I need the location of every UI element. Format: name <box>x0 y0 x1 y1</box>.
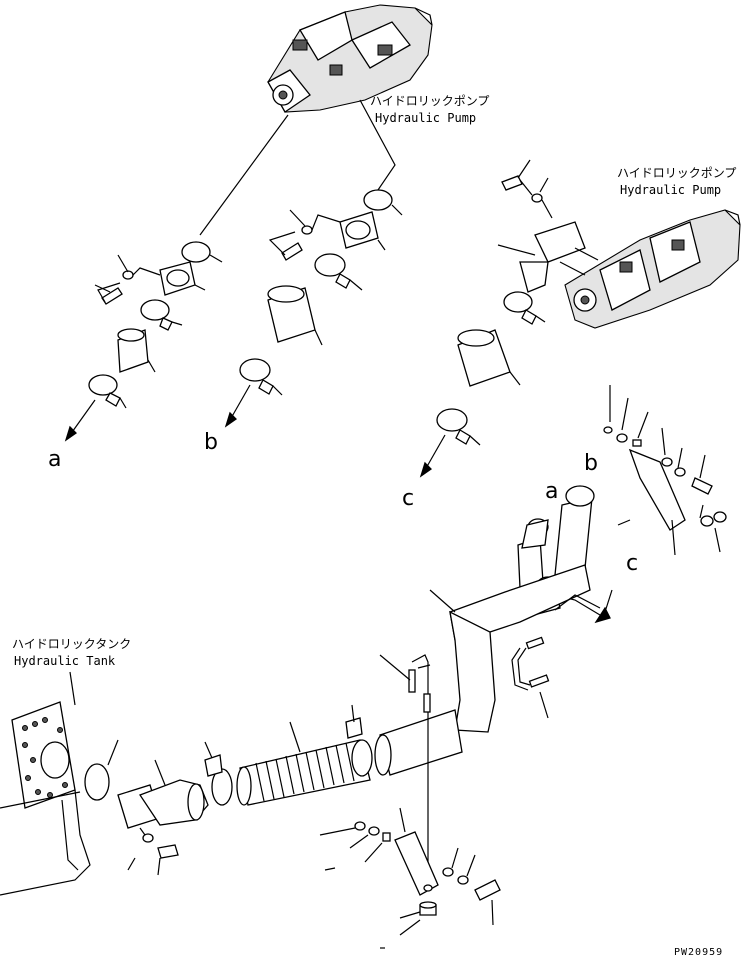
bolt-b <box>281 242 303 261</box>
lower-washer-1 <box>354 821 366 831</box>
lower-washer-3 <box>442 867 454 877</box>
lower-washer-4 <box>457 875 469 885</box>
bracket-spacer <box>632 439 642 447</box>
pipe-bracket-lower <box>319 807 501 949</box>
pipe-outlet-ring <box>374 734 392 776</box>
flex-hose-clamp-left <box>204 741 233 806</box>
o-ring-b <box>363 189 393 211</box>
bolt-a <box>94 284 123 305</box>
clamp-a-bottom <box>88 374 118 396</box>
u-bolt-horizontal <box>511 636 550 719</box>
letter-c-pipe: c <box>626 551 638 576</box>
o-ring-a <box>181 241 211 263</box>
hydraulic-pump-right <box>564 209 741 329</box>
tank-o-ring <box>84 763 110 801</box>
bracket-washer-3 <box>661 457 673 467</box>
letter-c-left: c <box>402 486 414 511</box>
letter-a-left: a <box>48 447 61 472</box>
pipe-port-b <box>565 485 595 507</box>
elbow-bolt <box>157 844 179 859</box>
drawing-code: PW20959 <box>674 947 723 958</box>
pump-top-label-jp: ハイドロリックポンプ <box>370 94 489 108</box>
lower-washer-2 <box>368 826 380 836</box>
bracket-washer-4 <box>674 467 686 477</box>
clamp-a-top <box>140 299 170 321</box>
bracket-washer-2 <box>616 433 628 443</box>
lower-bolt <box>474 879 501 901</box>
suction-assembly-c <box>419 159 599 478</box>
suction-assembly-b <box>224 189 403 428</box>
pump-top-label-en: Hydraulic Pump <box>375 111 476 125</box>
clamp-c-bottom <box>436 408 468 432</box>
tank-label-jp: ハイドロリックタンク <box>12 637 131 651</box>
lower-washer-5 <box>423 884 433 892</box>
flex-hose <box>236 721 371 806</box>
hydraulic-tank <box>0 671 91 896</box>
pipe-bracket-right <box>603 385 727 556</box>
elbow-flange-c <box>534 221 586 263</box>
pump-right-label-jp: ハイドロリックポンプ <box>617 166 736 180</box>
main-suction-pipe <box>374 485 613 776</box>
flex-hose-clamp-right <box>345 704 373 777</box>
bracket-nut-1 <box>700 515 714 527</box>
bracket-washer-1 <box>603 426 613 434</box>
clamp-c-top <box>503 291 533 313</box>
pump-right-label-en: Hydraulic Pump <box>620 183 721 197</box>
letter-b-left: b <box>204 430 218 455</box>
washer-c <box>531 193 543 203</box>
tank-elbow <box>117 759 209 876</box>
clamp-b-bottom <box>239 358 271 382</box>
u-bolt-vertical <box>379 654 431 870</box>
letter-a-pipe: a <box>545 479 558 504</box>
elbow-washer <box>142 833 154 843</box>
clamp-b-top <box>314 253 346 277</box>
bracket-bolt-right <box>691 477 713 495</box>
bracket-nut-2 <box>713 511 727 523</box>
letter-b-pipe: b <box>584 451 598 476</box>
washer-a <box>122 270 134 280</box>
pipe-stub-b <box>554 497 593 576</box>
suction-assembly-a <box>64 241 223 442</box>
lower-spacer <box>382 832 391 842</box>
washer-b <box>301 225 313 235</box>
hydraulic-pump-top <box>267 4 433 113</box>
bolt-c <box>501 175 533 196</box>
tank-label-en: Hydraulic Tank <box>14 654 116 668</box>
